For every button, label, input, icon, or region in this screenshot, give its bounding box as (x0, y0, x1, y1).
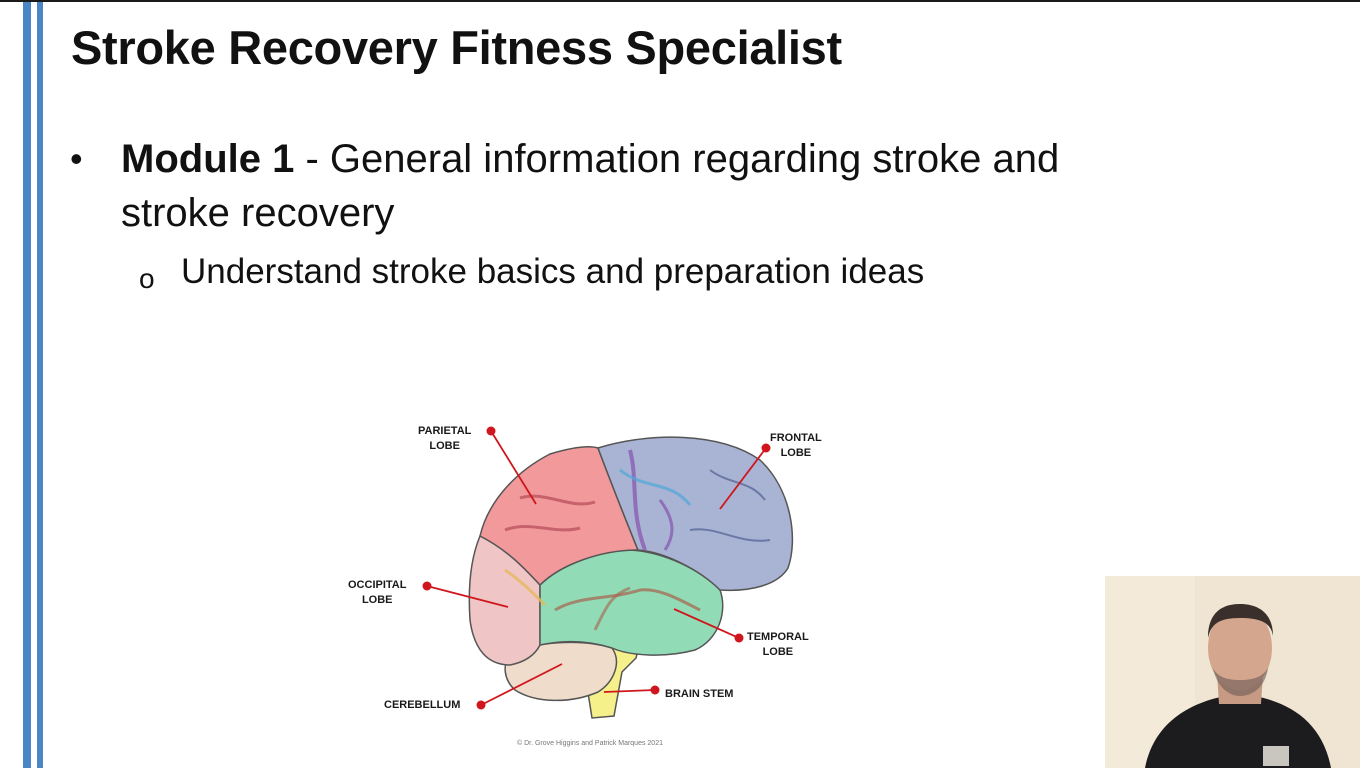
brain-stem-label: BRAIN STEM (665, 688, 734, 700)
accent-bar-outer (23, 2, 31, 768)
figure-copyright: © Dr. Grove Higgins and Patrick Marques … (516, 740, 663, 747)
bullet-text-line2: stroke recovery (121, 191, 395, 235)
presenter-video (1105, 576, 1360, 768)
frontal-region (597, 436, 794, 592)
slide-title: Stroke Recovery Fitness Specialist (71, 21, 842, 74)
accent-bar-inner (37, 2, 43, 768)
bullet-description: - General information regarding stroke a… (294, 137, 1060, 181)
bullet-text-line1: Module 1 - General information regarding… (121, 137, 1059, 182)
brain-illustration (422, 426, 794, 719)
top-rule (0, 0, 1360, 2)
sub-bullet-marker: o (139, 263, 155, 294)
cerebellum-region (504, 641, 618, 702)
sub-bullet-text: Understand stroke basics and preparation… (181, 252, 925, 291)
module-label: Module 1 (121, 137, 295, 181)
webcam-overlay (1105, 576, 1360, 768)
bullet-marker: • (70, 138, 83, 179)
cerebellum-label: CEREBELLUM (384, 699, 461, 711)
